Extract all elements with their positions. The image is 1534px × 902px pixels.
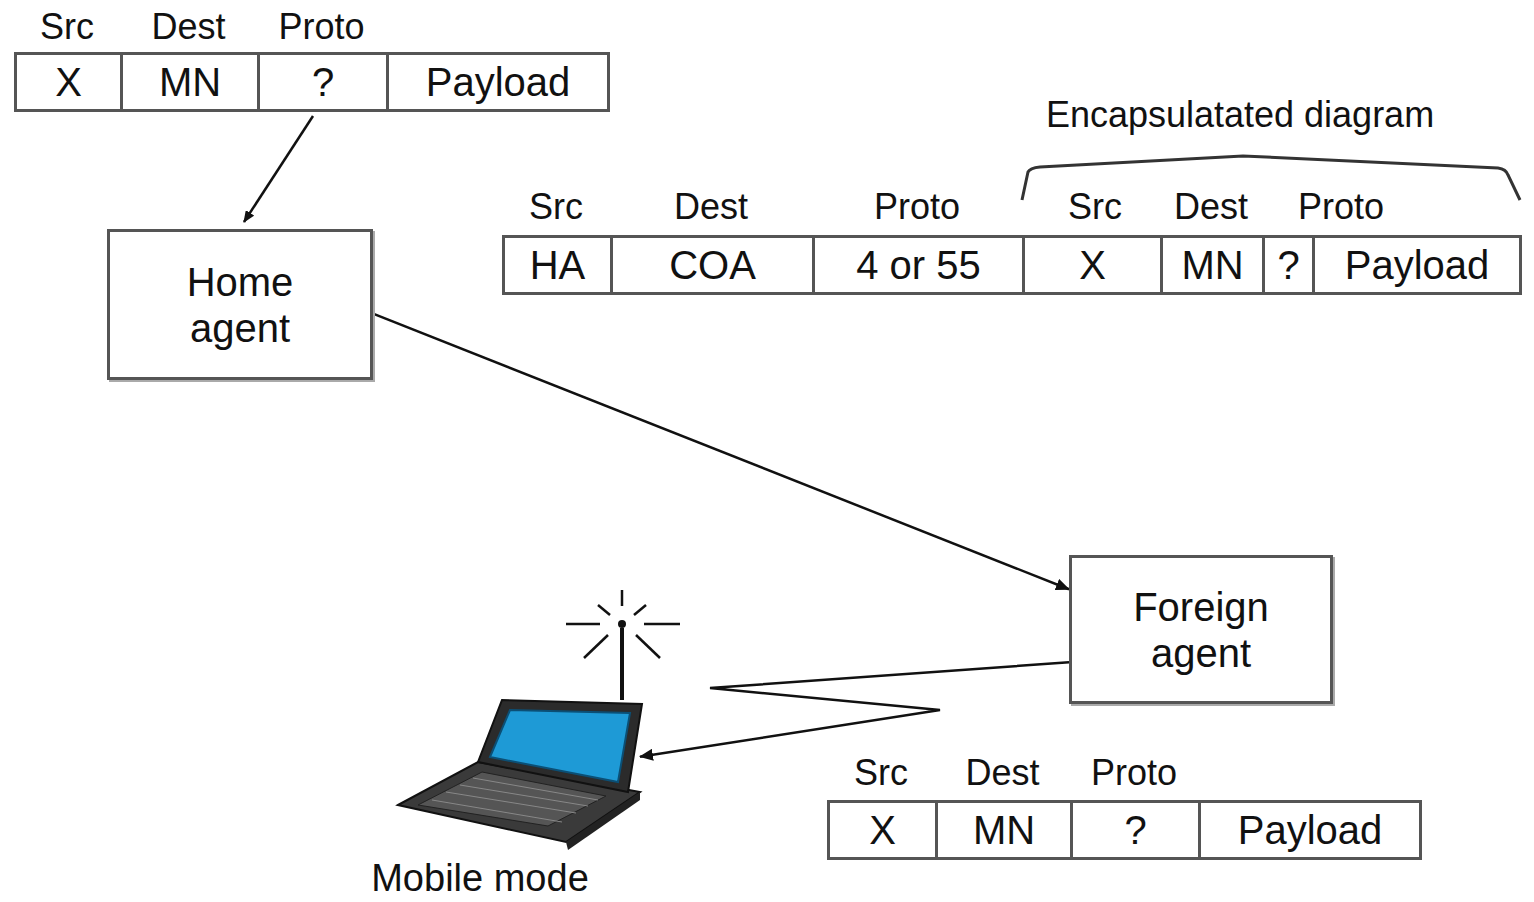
- header-text: Src: [854, 752, 908, 794]
- packet-cell: MN: [935, 800, 1073, 860]
- cell-text: ?: [312, 60, 334, 105]
- header-text: Src: [40, 6, 94, 48]
- header-text: Proto: [1298, 186, 1384, 228]
- cell-text: HA: [530, 243, 586, 288]
- agent-box: Home agent: [107, 229, 373, 380]
- field-header: Src: [827, 750, 935, 796]
- cell-text: COA: [669, 243, 756, 288]
- packet-cell: ?: [1262, 235, 1315, 295]
- agent-box: Foreign agent: [1069, 555, 1333, 704]
- field-header: Dest: [935, 750, 1070, 796]
- packet-cell: MN: [1160, 235, 1265, 295]
- packet-cell: MN: [120, 52, 260, 112]
- mobile-node: Mobile mode: [320, 585, 640, 902]
- field-header: Proto: [812, 183, 1022, 231]
- field-header: Proto: [257, 4, 386, 50]
- cell-text: X: [55, 60, 82, 105]
- field-header: Proto: [1262, 183, 1420, 231]
- laptop-icon: [398, 590, 680, 850]
- packet-cell: Payload: [1198, 800, 1422, 860]
- field-header: Src: [502, 183, 610, 231]
- header-text: Encapsulatated diagram: [1046, 94, 1434, 136]
- header-text: Src: [1068, 186, 1122, 228]
- header-text: Proto: [1091, 752, 1177, 794]
- header-text: Dest: [151, 6, 225, 48]
- field-header: Src: [14, 4, 120, 50]
- packet-cell: COA: [610, 235, 815, 295]
- field-header: Dest: [610, 183, 812, 231]
- cell-text: Payload: [1345, 243, 1490, 288]
- header-text: Dest: [965, 752, 1039, 794]
- packet-cell: ?: [1070, 800, 1201, 860]
- field-header: Encapsulatated diagram: [950, 90, 1530, 140]
- node-label: Home agent: [187, 259, 294, 351]
- cell-text: X: [1079, 243, 1106, 288]
- cell-text: MN: [1181, 243, 1243, 288]
- field-header: Src: [1030, 183, 1160, 231]
- packet-cell: Payload: [386, 52, 610, 112]
- node-label: Foreign agent: [1133, 584, 1269, 676]
- cell-text: Payload: [426, 60, 571, 105]
- cell-text: ?: [1124, 808, 1146, 853]
- cell-text: ?: [1277, 243, 1299, 288]
- packet-cell: X: [827, 800, 938, 860]
- packet-cell: X: [14, 52, 123, 112]
- packet-cell: Payload: [1312, 235, 1522, 295]
- packet-cell: HA: [502, 235, 613, 295]
- connector: [640, 662, 1069, 756]
- cell-text: 4 or 55: [856, 243, 981, 288]
- field-header: Dest: [120, 4, 257, 50]
- header-text: Dest: [674, 186, 748, 228]
- field-header: Dest: [1160, 183, 1262, 231]
- leader-arrow: [244, 116, 313, 222]
- packet-cell: 4 or 55: [812, 235, 1025, 295]
- field-header: Proto: [1070, 750, 1198, 796]
- packet-cell: X: [1022, 235, 1163, 295]
- cell-text: MN: [973, 808, 1035, 853]
- node-label: Mobile mode: [371, 857, 589, 902]
- header-text: Dest: [1174, 186, 1248, 228]
- header-text: Proto: [874, 186, 960, 228]
- cell-text: Payload: [1238, 808, 1383, 853]
- connector: [373, 314, 1069, 590]
- cell-text: X: [869, 808, 896, 853]
- packet-cell: ?: [257, 52, 389, 112]
- header-text: Src: [529, 186, 583, 228]
- header-text: Proto: [278, 6, 364, 48]
- cell-text: MN: [159, 60, 221, 105]
